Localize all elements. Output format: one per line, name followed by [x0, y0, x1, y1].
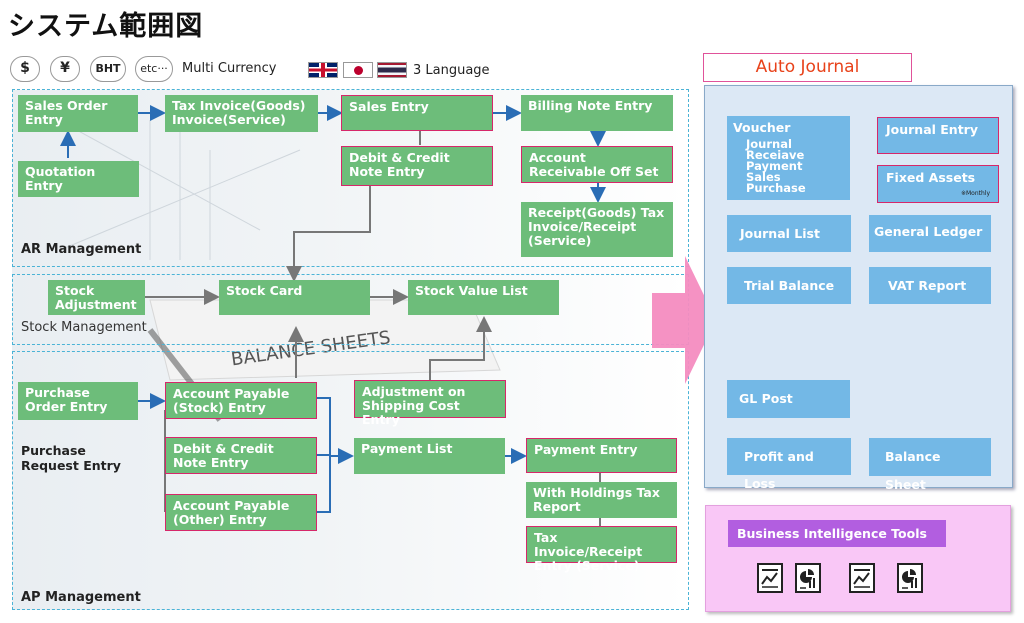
yen-currency-icon: ¥ — [50, 56, 80, 82]
language-label: 3 Language — [413, 63, 490, 78]
voucher-box[interactable]: Voucher Journal Receiave Payment Sales P… — [727, 116, 850, 200]
voucher-item: Sales — [746, 170, 781, 184]
voucher-item: Journal — [746, 137, 792, 151]
payment-list-box[interactable]: Payment List — [354, 438, 505, 474]
adjustment-shipping-cost-box[interactable]: Adjustment on Shipping Cost Entry — [354, 380, 506, 427]
line-chart-doc-icon[interactable] — [757, 563, 783, 593]
japan-flag-icon — [343, 62, 373, 78]
receipt-box[interactable]: Receipt(Goods) Tax Invoice/Receipt (Serv… — [521, 202, 673, 257]
bi-tools-title: Business Intelligence Tools — [728, 520, 946, 547]
account-receivable-offset-box[interactable]: Account Receivable Off Set — [521, 146, 673, 183]
stock-management-label: Stock Management — [21, 320, 147, 335]
voucher-item: Receiave — [746, 148, 805, 162]
multi-currency-label: Multi Currency — [182, 61, 277, 76]
dollar-currency-icon: $ — [10, 56, 40, 82]
stock-adjustment-box[interactable]: Stock Adjustment — [48, 280, 145, 315]
monthly-note: ※Monthly — [960, 190, 990, 197]
etc-currency-icon: etc··· — [135, 56, 173, 82]
ap-management-label: AP Management — [21, 590, 141, 605]
account-payable-stock-box[interactable]: Account Payable (Stock) Entry — [165, 382, 317, 419]
stock-value-list-box[interactable]: Stock Value List — [408, 280, 559, 315]
page-title: システム範囲図 — [8, 11, 204, 42]
account-payable-other-box[interactable]: Account Payable (Other) Entry — [165, 494, 317, 531]
sales-order-entry-box[interactable]: Sales Order Entry — [18, 95, 138, 132]
ar-debit-credit-note-box[interactable]: Debit & Credit Note Entry — [341, 146, 493, 186]
withholdings-tax-report-box[interactable]: With Holdings Tax Report — [526, 482, 677, 518]
sales-entry-box[interactable]: Sales Entry — [341, 95, 493, 131]
ar-management-label: AR Management — [21, 242, 142, 257]
general-ledger-box[interactable]: General Ledger — [869, 215, 991, 252]
voucher-item: Purchase — [746, 181, 806, 195]
tax-invoice-box[interactable]: Tax Invoice(Goods) Invoice(Service) — [165, 95, 318, 132]
vat-report-box[interactable]: VAT Report — [869, 267, 991, 304]
quotation-entry-box[interactable]: Quotation Entry — [18, 161, 139, 197]
billing-note-entry-box[interactable]: Billing Note Entry — [521, 95, 673, 131]
ap-debit-credit-note-box[interactable]: Debit & Credit Note Entry — [165, 437, 317, 474]
fixed-assets-box[interactable]: Fixed Assets ※Monthly — [877, 165, 999, 203]
trial-balance-box[interactable]: Trial Balance — [727, 267, 851, 304]
voucher-item: Payment — [746, 159, 803, 173]
auto-journal-title: Auto Journal — [703, 53, 912, 82]
profit-and-loss-box[interactable]: Profit and Loss — [727, 438, 851, 491]
line-chart-doc-icon[interactable] — [849, 563, 875, 593]
uk-flag-icon — [308, 62, 338, 78]
purchase-order-entry-box[interactable]: Purchase Order Entry — [18, 382, 138, 420]
ap-management-region — [12, 351, 689, 610]
gl-post-box[interactable]: GL Post — [727, 380, 850, 418]
balance-sheet-box[interactable]: Balance Sheet — [869, 438, 991, 492]
fixed-assets-label: Fixed Assets — [886, 170, 976, 185]
ar-management-region — [12, 89, 689, 267]
pie-chart-doc-icon[interactable] — [897, 563, 923, 593]
baht-currency-icon: BHT — [90, 56, 126, 82]
journal-list-box[interactable]: Journal List — [727, 215, 851, 252]
journal-entry-box[interactable]: Journal Entry — [877, 117, 999, 154]
pie-chart-doc-icon[interactable] — [795, 563, 821, 593]
thailand-flag-icon — [377, 62, 407, 78]
payment-entry-box[interactable]: Payment Entry — [526, 438, 677, 473]
tax-invoice-receipt-service-box[interactable]: Tax Invoice/Receipt Entry (Service) — [526, 526, 677, 573]
voucher-title: Voucher — [733, 120, 791, 135]
purchase-request-entry-text: Purchase Request Entry — [21, 443, 121, 473]
stock-card-box[interactable]: Stock Card — [219, 280, 370, 315]
